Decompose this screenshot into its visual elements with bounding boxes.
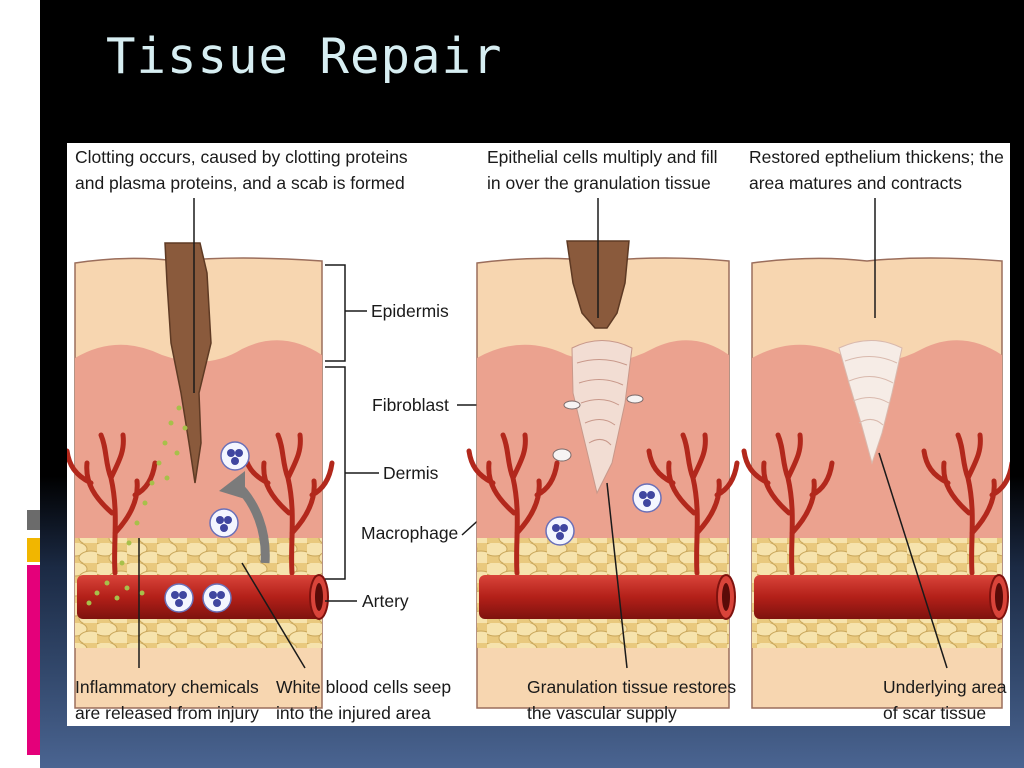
caption-granulation-line-2: the vascular supply <box>527 703 677 723</box>
caption-scar-line-1: Underlying area <box>883 677 1007 697</box>
caption-wbc-line-1: White blood cells seep <box>276 677 451 697</box>
white-blood-cell <box>545 516 575 546</box>
panel-3-scar <box>744 198 1010 709</box>
inflammatory-chemical-dots <box>86 405 188 606</box>
caption-wbc-line-2: into the injured area <box>276 703 431 723</box>
panel-2-granulation <box>469 198 737 709</box>
label-macrophage: Macrophage <box>361 523 458 543</box>
tissue-repair-diagram: Epidermis Fibroblast Dermis Macrophage A… <box>67 143 1010 726</box>
label-dermis: Dermis <box>383 463 439 483</box>
tissue-repair-figure: Epidermis Fibroblast Dermis Macrophage A… <box>67 143 1010 726</box>
caption-epithelial-line-1: Epithelial cells multiply and fill <box>487 147 718 167</box>
caption-inflammatory-line-2: are released from injury <box>75 703 259 723</box>
caption-clotting-line-1: Clotting occurs, caused by clotting prot… <box>75 147 408 167</box>
caption-epithelial-line-2: in over the granulation tissue <box>487 173 711 193</box>
white-blood-cell <box>202 583 232 613</box>
caption-restored-line-1: Restored epthelium thickens; the <box>749 147 1004 167</box>
caption-inflammatory-line-1: Inflammatory chemicals <box>75 677 259 697</box>
label-fibroblast: Fibroblast <box>372 395 449 415</box>
accent-bar-gold <box>27 538 40 562</box>
label-epidermis: Epidermis <box>371 301 449 321</box>
slide-title: Tissue Repair <box>106 28 503 85</box>
caption-granulation-line-1: Granulation tissue restores <box>527 677 736 697</box>
caption-clotting-line-2: and plasma proteins, and a scab is forme… <box>75 173 405 193</box>
accent-bar-gray <box>27 510 40 530</box>
caption-restored-line-2: area matures and contracts <box>749 173 962 193</box>
white-blood-cell <box>164 583 194 613</box>
white-blood-cell <box>220 441 250 471</box>
accent-bar-magenta <box>27 565 40 755</box>
caption-scar-line-2: of scar tissue <box>883 703 986 723</box>
white-blood-cell <box>632 483 662 513</box>
panel-1-injury <box>67 198 332 709</box>
white-blood-cell <box>209 508 239 538</box>
label-artery: Artery <box>362 591 409 611</box>
